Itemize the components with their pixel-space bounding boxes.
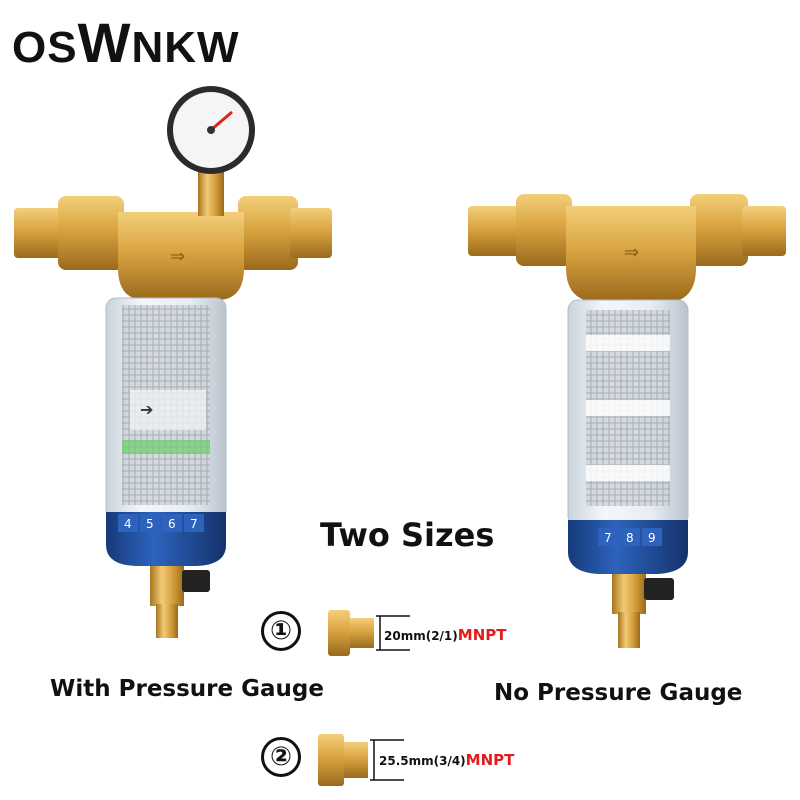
- left-green-band: [122, 440, 210, 454]
- left-inlet-nut: [58, 196, 124, 270]
- left-inlet-pipe: [14, 208, 66, 258]
- right-outlet-pipe: [742, 206, 786, 256]
- right-flow-arrow-icon: ⇒: [624, 242, 639, 263]
- right-scale: 7 8 9: [598, 528, 662, 546]
- size-2-thread: MNPT: [465, 751, 515, 769]
- with-gauge-caption: With Pressure Gauge: [50, 676, 324, 702]
- gauge-needle: [210, 110, 233, 132]
- left-scale-6: 6: [168, 517, 176, 531]
- right-scale-8: 8: [626, 531, 634, 545]
- brand-part-2: W: [77, 11, 132, 74]
- fitting-size-1: [328, 610, 410, 656]
- brand-part-3: NKW: [131, 23, 240, 72]
- right-scale-7: 7: [604, 531, 612, 545]
- size-1-thread: MNPT: [457, 626, 507, 644]
- left-drain-handle: [182, 570, 210, 592]
- size-1-number: ①: [269, 616, 292, 646]
- right-inlet-nut: [516, 194, 572, 266]
- right-scale-9: 9: [648, 531, 656, 545]
- left-outlet-pipe: [290, 208, 332, 258]
- left-scale-5: 5: [146, 517, 154, 531]
- brand-logo: OSWNKW: [12, 10, 240, 75]
- left-scale-7: 7: [190, 517, 198, 531]
- left-scale-4: 4: [124, 517, 132, 531]
- left-scale: 4 5 6 7: [118, 514, 204, 532]
- left-drain-valve: [150, 566, 184, 606]
- fitting-size-2: [318, 734, 404, 786]
- size-1-dimension: 20mm(2/1)MNPT: [384, 626, 506, 644]
- right-drain-valve: [612, 574, 646, 614]
- size-2-dimension: 25.5mm(3/4)MNPT: [379, 751, 514, 769]
- no-gauge-caption: No Pressure Gauge: [494, 680, 743, 706]
- right-filter-head: [566, 206, 696, 302]
- filter-without-gauge: ⇒: [468, 194, 786, 648]
- size-2-badge: ②: [261, 737, 301, 777]
- left-outlet-nut: [238, 196, 298, 270]
- brand-part-1: OS: [12, 23, 78, 72]
- left-filter-head: [118, 212, 244, 300]
- size-2-mm: 25.5mm(3/4): [379, 754, 466, 768]
- size-1-badge: ①: [261, 611, 301, 651]
- size-2-number: ②: [269, 742, 292, 772]
- svg-text:➔: ➔: [140, 400, 153, 419]
- filter-with-gauge: ⇒ ➔: [14, 86, 332, 638]
- size-1-mm: 20mm(2/1): [384, 629, 458, 643]
- sizes-title: Two Sizes: [320, 516, 495, 554]
- right-drain-handle: [644, 578, 674, 600]
- flow-arrow-icon: ⇒: [170, 246, 185, 267]
- right-inlet-pipe: [468, 206, 522, 256]
- right-outlet-nut: [690, 194, 748, 266]
